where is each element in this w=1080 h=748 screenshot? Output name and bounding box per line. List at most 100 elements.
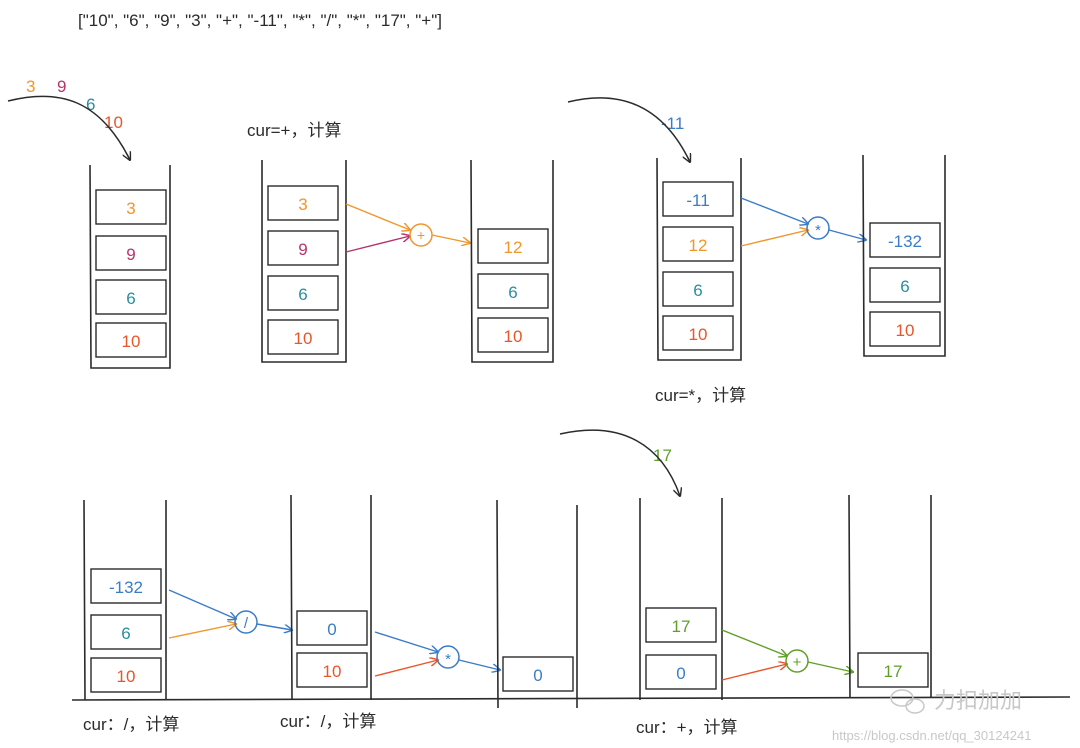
stack-container: [848, 494, 932, 699]
stack-9: 17 0: [639, 498, 723, 700]
stack-6: -132 6 10: [83, 499, 167, 701]
stack-value: -11: [686, 191, 709, 210]
stack-value: 10: [122, 332, 141, 351]
step-caption: cur：+，计算: [636, 718, 738, 737]
stack-cell: [869, 311, 941, 347]
stack-value: 10: [323, 662, 342, 681]
operator-node: [806, 216, 830, 240]
stack-value: 6: [121, 624, 130, 643]
stack-value: 12: [689, 236, 708, 255]
stack-value: 3: [126, 199, 135, 218]
push-arrow: [567, 97, 690, 162]
stack-value: -132: [888, 232, 922, 251]
stack-cell: [869, 222, 941, 258]
stack-3: 12 6 10: [470, 159, 554, 363]
operand-arrow: [740, 230, 808, 247]
operator-node: [436, 645, 460, 669]
stack-value: 6: [693, 281, 702, 300]
step-caption: cur：/，计算: [83, 715, 179, 734]
incoming-number: 9: [57, 77, 66, 96]
stack-cell: [662, 181, 734, 217]
operand-arrow: [721, 629, 787, 656]
stack-value: 10: [689, 325, 708, 344]
result-arrow: [458, 659, 500, 670]
operand-arrow: [345, 236, 410, 253]
result-arrow: [256, 623, 292, 630]
stack-8: 0: [496, 499, 578, 709]
stack-value: 3: [298, 195, 307, 214]
stack-cell: [645, 607, 717, 643]
stack-value: 9: [298, 240, 307, 259]
push-arrow: [559, 429, 680, 496]
stack-cell: [857, 652, 929, 688]
stack-2: 3 9 6 10: [261, 160, 347, 363]
incoming-number: 3: [26, 77, 35, 96]
ground-line: [71, 696, 1071, 701]
stack-cell: [645, 654, 717, 690]
stack-cell: [502, 656, 574, 692]
wechat-icon: [890, 689, 925, 714]
stack-value: 6: [508, 283, 517, 302]
stack-container: [290, 494, 372, 701]
result-arrow: [807, 661, 853, 672]
stack-value: 17: [672, 617, 691, 636]
stack-cell: [662, 271, 734, 307]
stack-cell: [90, 657, 162, 693]
stack-cell: [95, 279, 167, 315]
stack-value: 0: [533, 666, 542, 685]
stack-container: [656, 157, 742, 361]
operator-symbol: +: [417, 227, 425, 243]
stack-container: [862, 154, 946, 357]
stack-cell: [477, 228, 549, 264]
stack-cell: [296, 652, 368, 688]
stack-cell: [267, 185, 339, 221]
stack-value: 9: [126, 245, 135, 264]
step-caption: cur：/，计算: [280, 712, 376, 731]
operator-symbol: +: [793, 654, 802, 671]
operand-arrow: [740, 197, 808, 224]
operator-symbol: /: [244, 615, 249, 632]
stack-value: 0: [327, 620, 336, 639]
operand-arrow: [168, 624, 236, 639]
stack-value: 10: [294, 329, 313, 348]
incoming-number: 17: [653, 446, 672, 465]
token-list: ["10", "6", "9", "3", "+", "-11", "*", "…: [78, 11, 442, 30]
stack-cell: [477, 273, 549, 309]
operator-symbol: *: [815, 222, 821, 239]
stack-value: -132: [109, 578, 143, 597]
stack-cell: [90, 568, 162, 604]
incoming-number: 6: [86, 95, 95, 114]
operand-arrow: [345, 203, 410, 230]
stack-cell: [477, 317, 549, 353]
stack-10: 17: [848, 494, 932, 699]
stack-cell: [95, 322, 167, 358]
operator-node: [785, 649, 809, 673]
step-caption: cur=*，计算: [655, 386, 746, 405]
stack-cell: [90, 614, 162, 650]
stack-container: [496, 499, 578, 709]
stack-value: 10: [117, 667, 136, 686]
stack-value: 0: [676, 664, 685, 683]
stack-container: [89, 164, 171, 369]
stack-value: 17: [884, 662, 903, 681]
operator-node: [234, 610, 258, 634]
stack-container: [639, 498, 723, 700]
stack-cell: [95, 235, 167, 271]
watermark-brand: 力扣加加: [934, 688, 1022, 713]
stack-container: [83, 499, 167, 701]
step-caption: cur=+，计算: [247, 121, 341, 140]
watermark: 力扣加加 https://blog.csdn.net/qq_30124241: [832, 688, 1032, 743]
stack-value: 6: [126, 289, 135, 308]
stack-cell: [267, 319, 339, 355]
stack-container: [261, 160, 347, 363]
stack-value: 6: [900, 277, 909, 296]
incoming-number: 10: [104, 113, 123, 132]
push-arrow: [7, 95, 130, 160]
result-arrow: [431, 234, 470, 243]
stack-value: 12: [504, 238, 523, 257]
operand-arrow: [721, 664, 787, 681]
stack-cell: [267, 230, 339, 266]
stack-cell: [869, 267, 941, 303]
